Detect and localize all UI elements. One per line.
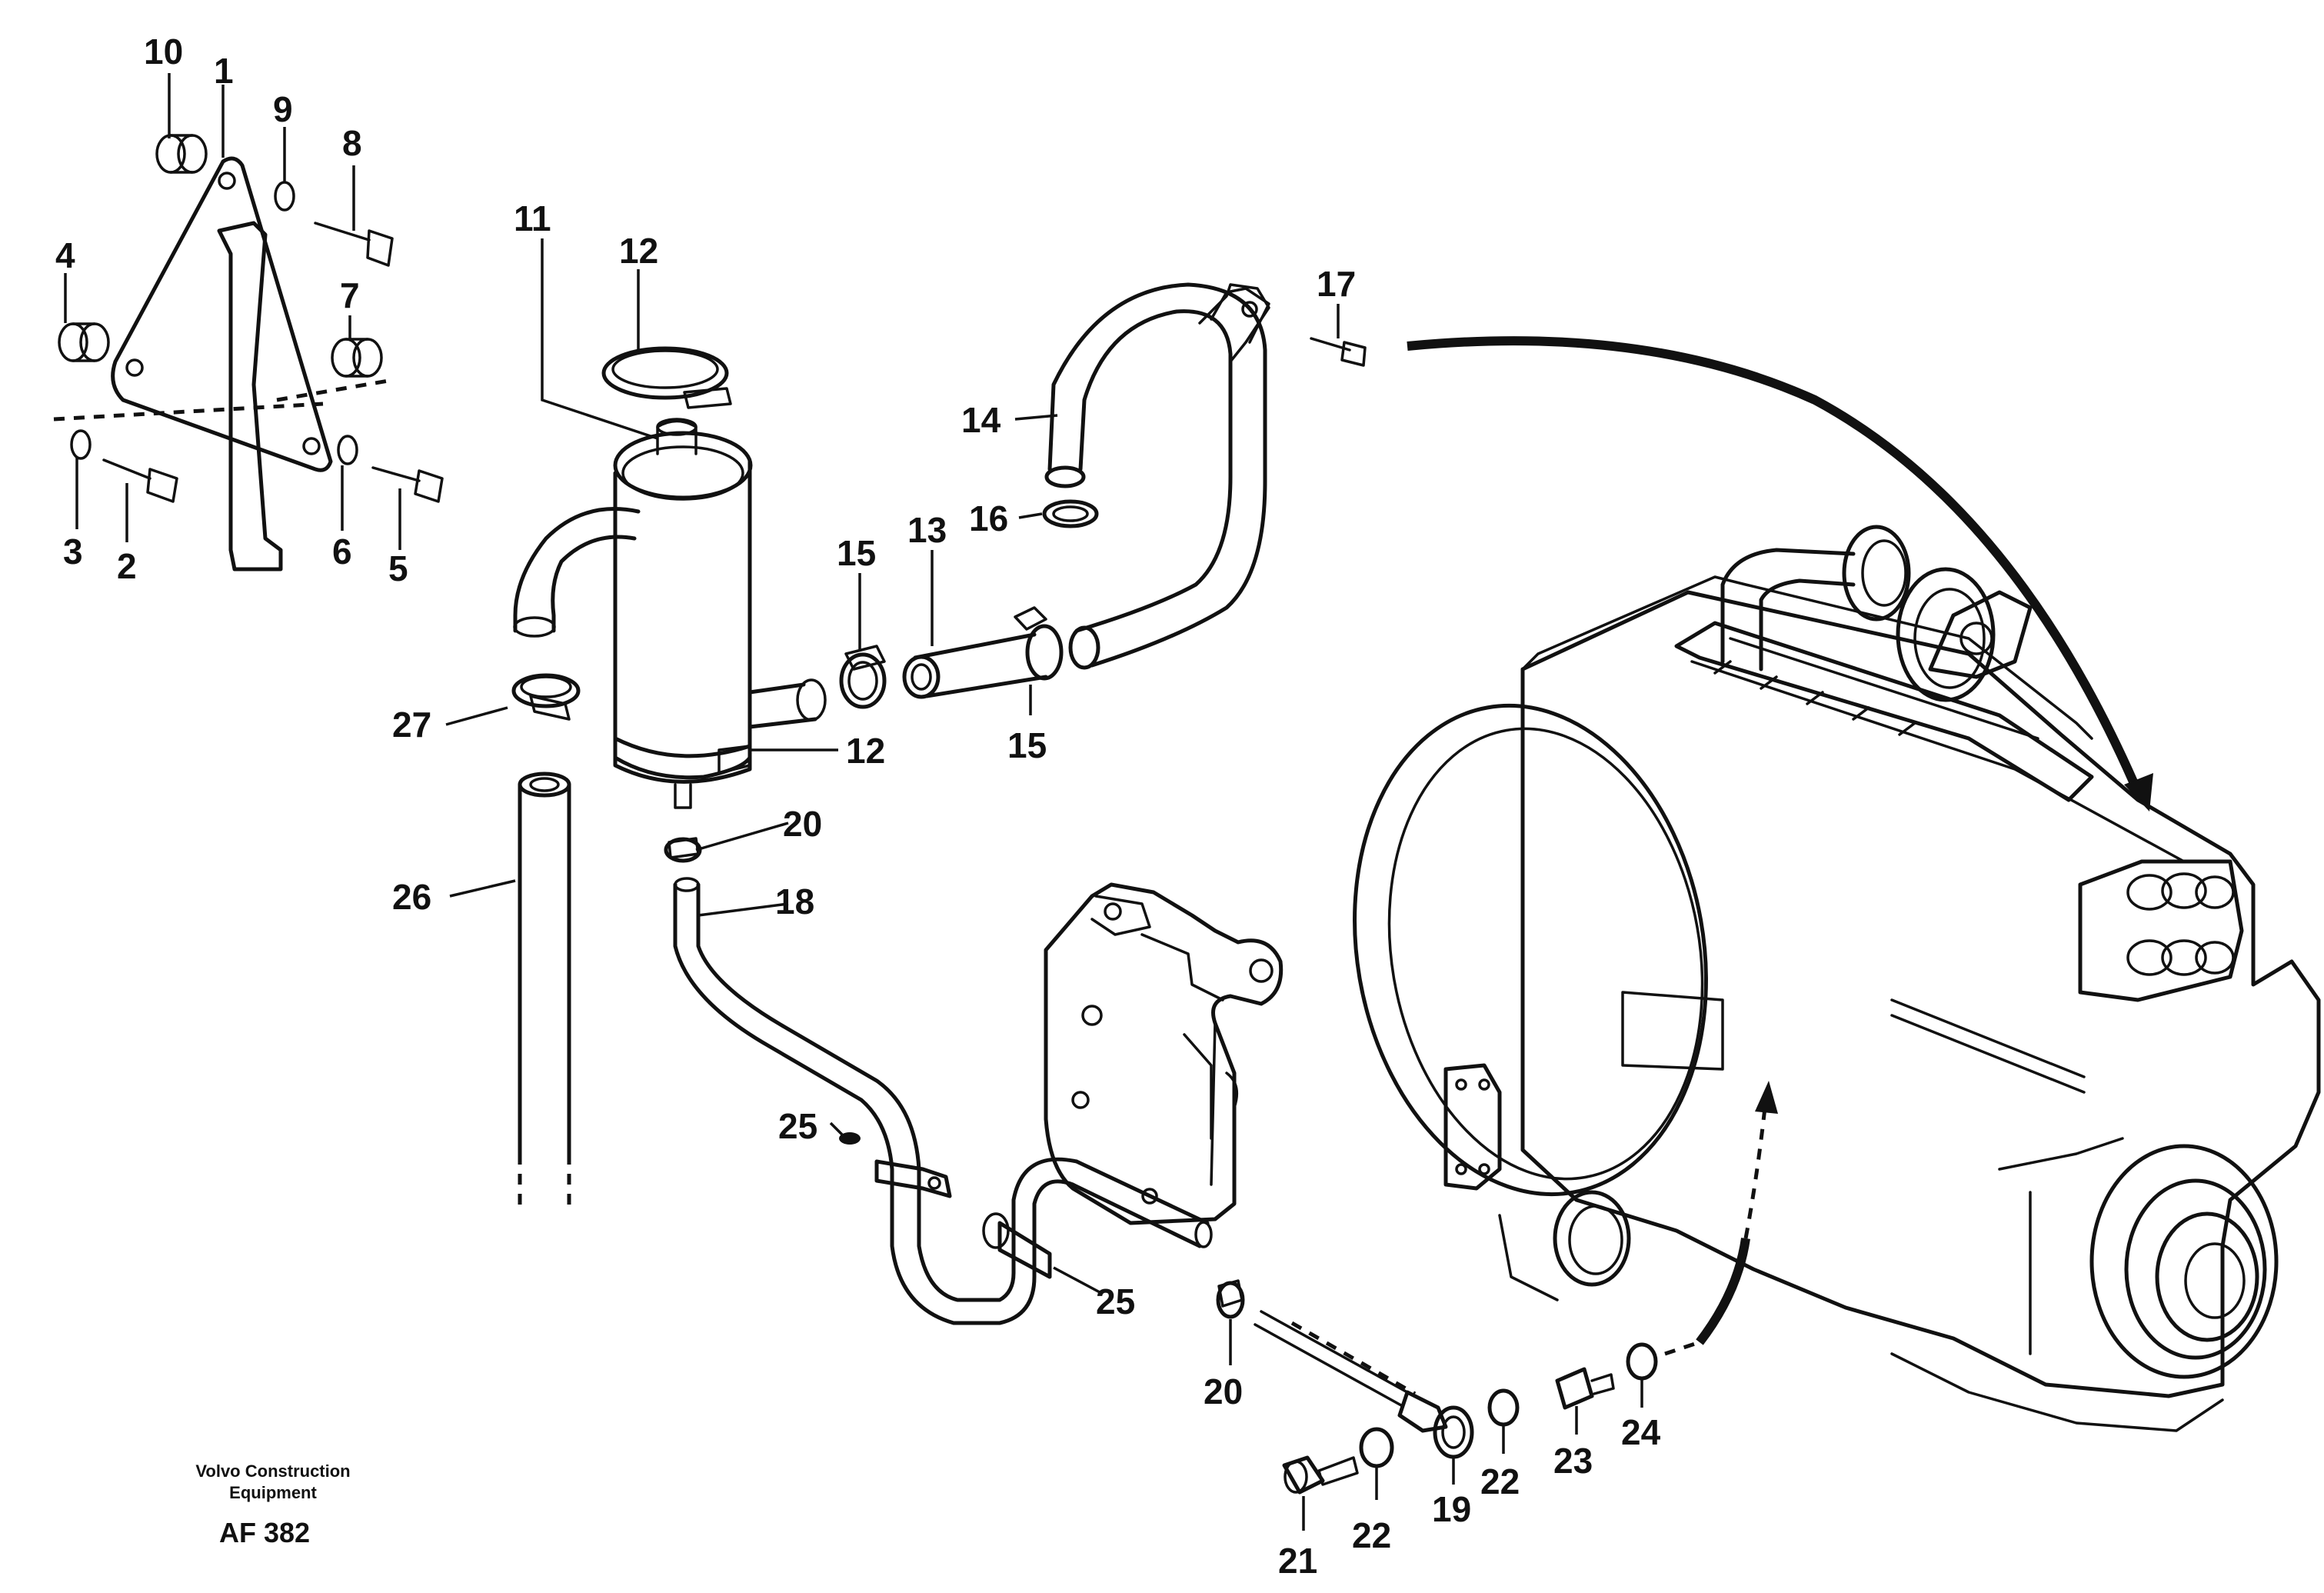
washer-24 — [1626, 1342, 1658, 1381]
washer-3 — [70, 429, 92, 460]
caption-company-line2: Equipment — [229, 1483, 317, 1502]
leader-lines — [64, 73, 1643, 1531]
callout-20-bottom: 20 — [1204, 1371, 1243, 1411]
callout-26: 26 — [392, 877, 431, 917]
callout-15-left: 15 — [837, 533, 876, 573]
callout-23: 23 — [1553, 1441, 1593, 1481]
direction-arrow-bottom — [1696, 1081, 1778, 1345]
flywheel-housing — [1044, 882, 1284, 1225]
figure-caption: Volvo Construction Equipment AF 382 — [195, 1461, 350, 1548]
callout-9: 9 — [273, 89, 293, 129]
callout-11: 11 — [514, 198, 551, 238]
washer-9 — [274, 181, 295, 212]
washer-6 — [337, 435, 358, 465]
clip-25-lower — [982, 1212, 1052, 1279]
callout-20-top: 20 — [783, 804, 822, 844]
washer-22-left — [1359, 1427, 1394, 1468]
callout-13: 13 — [907, 510, 947, 550]
hose-clamp-20-bottom — [1216, 1279, 1245, 1319]
callout-19: 19 — [1432, 1489, 1471, 1529]
spacer-10 — [155, 134, 208, 174]
callout-8: 8 — [342, 123, 362, 163]
callout-6: 6 — [332, 532, 352, 572]
hose-clamp-20-top — [664, 837, 702, 863]
banjo-fitting-19 — [1397, 1390, 1474, 1459]
spacer-7 — [331, 338, 383, 378]
grommet-25 — [839, 1132, 861, 1145]
oil-separator — [513, 346, 827, 809]
callout-5: 5 — [388, 548, 408, 588]
callout-1: 1 — [214, 51, 234, 91]
banjo-bolt-21 — [1282, 1455, 1359, 1495]
callout-15-right: 15 — [1007, 725, 1047, 765]
callout-25-upper: 25 — [778, 1106, 817, 1146]
callout-21: 21 — [1278, 1541, 1317, 1581]
callout-4: 4 — [55, 235, 75, 275]
nipple-23 — [1555, 1367, 1615, 1410]
callout-7: 7 — [340, 275, 360, 315]
bracket-assembly — [53, 134, 444, 572]
screw-17 — [1310, 337, 1367, 367]
bolt-5 — [371, 466, 444, 503]
callout-12-top: 12 — [619, 231, 658, 271]
callout-25-lower: 25 — [1096, 1281, 1135, 1321]
bolt-8 — [314, 222, 394, 267]
callout-18: 18 — [775, 881, 814, 921]
o-ring-16 — [1042, 499, 1099, 528]
callout-27: 27 — [392, 705, 431, 745]
hose-clamp-12-top — [601, 346, 732, 409]
callout-3: 3 — [63, 532, 83, 572]
callout-22-right: 22 — [1480, 1461, 1520, 1501]
drain-pipe-lower — [1254, 1310, 1417, 1407]
hose-26 — [518, 772, 571, 1211]
callout-22-left: 22 — [1352, 1515, 1391, 1555]
callout-2: 2 — [117, 546, 137, 586]
callout-24: 24 — [1621, 1412, 1661, 1452]
hose-14 — [1044, 282, 1270, 670]
clip-25-upper — [874, 1159, 952, 1198]
hose-clamp-27 — [511, 673, 581, 721]
engine-block — [1353, 525, 2321, 1432]
figure-code: AF 382 — [219, 1517, 310, 1548]
spacer-4 — [58, 322, 110, 362]
drain-pipe-18 — [673, 877, 1213, 1325]
bolt-2 — [102, 458, 178, 503]
hose-13-assembly — [839, 606, 1064, 709]
washer-22-right — [1487, 1388, 1520, 1427]
callout-16: 16 — [969, 498, 1008, 538]
callout-14: 14 — [961, 400, 1001, 440]
bracket-plate — [1198, 283, 1270, 363]
callout-labels: 10 1 9 8 4 7 3 2 6 5 11 12 12 27 26 15 1… — [55, 32, 1661, 1581]
callout-17: 17 — [1317, 264, 1356, 304]
callout-12-bottom: 12 — [846, 731, 885, 771]
caption-company-line1: Volvo Construction — [195, 1461, 350, 1481]
callout-10: 10 — [144, 32, 183, 72]
direction-arrow-top — [1407, 336, 2153, 811]
